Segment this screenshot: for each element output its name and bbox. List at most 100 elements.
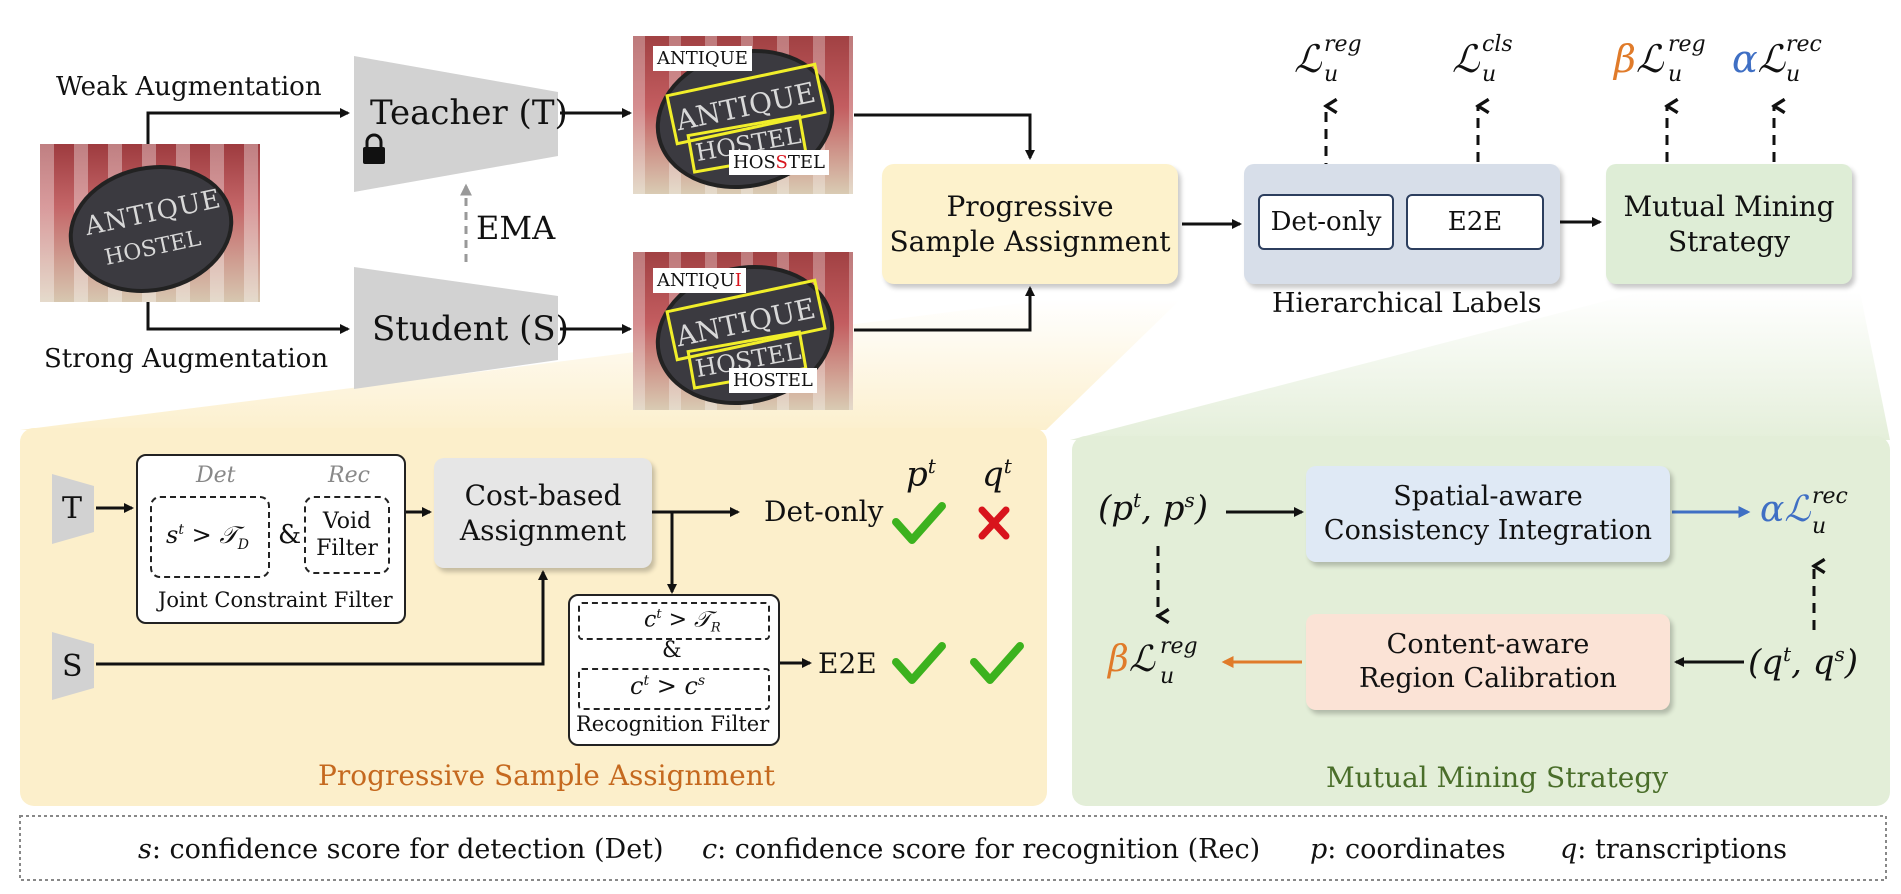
p-t-header: pt (906, 456, 936, 491)
student-label: Student (S) (372, 309, 569, 349)
legend-s: s: confidence score for detection (Det) (138, 836, 664, 863)
threshold-symbol: > 𝒯 (191, 521, 238, 549)
loss-rec-sub: u (1812, 514, 1827, 539)
legend-q: q: transcriptions (1560, 836, 1787, 863)
loss-symbol: ℒ (1757, 37, 1786, 81)
c-symbol: c (630, 672, 644, 700)
loss-symbol: ℒ (1784, 489, 1811, 530)
det-only-q-cross-icon (978, 506, 1010, 540)
legend-s-text: : confidence score for detection (Det) (151, 834, 664, 865)
loss-reg-sub: u (1668, 62, 1683, 87)
det-score-condition: st > 𝒯D (166, 523, 249, 552)
student-top-error: I (734, 270, 742, 291)
pair-q-comma: , q (1791, 642, 1835, 683)
ema-label: EMA (476, 209, 556, 247)
legend-c: c: confidence score for recognition (Rec… (702, 836, 1260, 863)
compare-rhs: > c (656, 672, 698, 700)
student-trapezoid (354, 267, 558, 389)
legend-c-symbol: c (702, 834, 718, 865)
pair-p-open: (p (1098, 488, 1134, 529)
t-small-trapezoid (52, 474, 94, 544)
legend-p-symbol: p (1310, 834, 1328, 865)
recognition-filter-box (568, 594, 780, 746)
teacher-bottom-error: S (775, 152, 788, 173)
det-heading: Det (196, 463, 236, 488)
p-symbol: p (906, 454, 928, 495)
rec-compare-condition: ct > cs (630, 674, 705, 698)
score-sup: t (178, 522, 184, 538)
score-symbol: s (166, 521, 179, 549)
pair-p-comma: , p (1141, 488, 1185, 529)
pair-q: (qt, qs) (1748, 642, 1858, 683)
loss-rec-sub: u (1786, 62, 1801, 87)
teacher-top-text: ANTIQUE (653, 46, 752, 71)
c-symbol: c (644, 607, 657, 633)
rec-compare-condition-box (578, 668, 770, 710)
joint-constraint-filter-box (136, 454, 406, 624)
rec-threshold-condition: ct > 𝒯R (644, 608, 721, 635)
spatial-aware-box: Spatial-aware Consistency Integration (1306, 466, 1670, 562)
det-only-label-box: Det-only (1258, 194, 1394, 250)
student-output-image: ANTIQUE HOSTEL ANTIQUI HOSTEL (633, 252, 853, 410)
teacher-trapezoid (354, 56, 558, 192)
legend-s-symbol: s (138, 834, 152, 865)
loss-reg-sub: u (1160, 664, 1175, 689)
beta-symbol: β (1614, 37, 1636, 81)
strong-augmentation-label: Strong Augmentation (44, 344, 329, 374)
teacher-bottom-suffix: TEL (787, 152, 825, 173)
loss-cls-sub: u (1482, 62, 1497, 87)
c-sup: t (656, 607, 662, 622)
input-image: ANTIQUE HOSTEL (40, 144, 260, 302)
loss-rec-sup: rec (1812, 484, 1848, 509)
e2e-label-box: E2E (1406, 194, 1544, 250)
legend-q-text: : transcriptions (1577, 834, 1788, 865)
pair-q-sup-t: t (1783, 642, 1792, 666)
pair-p-sup-s: s (1184, 488, 1195, 512)
loss-symbol: ℒ (1128, 639, 1155, 680)
psa-panel-title: Progressive Sample Assignment (318, 759, 775, 792)
psa-det-only-label: Det-only (764, 495, 884, 528)
void-filter-box: Void Filter (304, 496, 390, 574)
mms-zoom-fan (1070, 292, 1890, 440)
psa-t-label: T (62, 491, 83, 526)
teacher-bottom-text: HOSSTEL (729, 150, 829, 175)
joint-amp: & (278, 520, 302, 550)
mms-panel-title: Mutual Mining Strategy (1326, 761, 1669, 794)
psa-s-label: S (62, 649, 83, 684)
loss-reg-sub: u (1324, 62, 1339, 87)
loss-reg-sup: reg (1160, 634, 1198, 659)
teacher-bottom-prefix: HOS (733, 152, 776, 173)
c-s-sup: s (697, 673, 706, 689)
loss-symbol: ℒ (1294, 37, 1322, 81)
alpha-symbol: α (1760, 489, 1785, 530)
legend-q-symbol: q (1560, 834, 1578, 865)
q-t-header: qt (982, 456, 1012, 491)
loss-reg-sup: reg (1324, 32, 1362, 57)
threshold-sub-r: R (710, 620, 721, 636)
legend-p-text: : coordinates (1327, 834, 1506, 865)
student-bottom-text: HOSTEL (729, 368, 817, 393)
legend-box (19, 815, 1887, 881)
legend-c-text: : confidence score for recognition (Rec) (717, 834, 1261, 865)
loss-symbol: ℒ (1452, 37, 1480, 81)
loss-reg-sup: reg (1668, 32, 1706, 57)
threshold-r: > 𝒯 (668, 607, 711, 633)
loss-symbol: ℒ (1635, 37, 1664, 81)
e2e-p-check-icon (892, 642, 946, 684)
s-small-trapezoid (52, 632, 94, 700)
teacher-label: Teacher (T) (370, 93, 568, 133)
mms-box: Mutual Mining Strategy (1606, 164, 1852, 284)
rec-amp: & (662, 638, 682, 663)
q-symbol: q (982, 454, 1004, 495)
hierarchical-labels-caption: Hierarchical Labels (1272, 288, 1542, 319)
threshold-sub-d: D (237, 536, 249, 553)
q-sup: t (1003, 454, 1012, 478)
student-top-prefix: ANTIQU (657, 270, 735, 291)
joint-constraint-caption: Joint Constraint Filter (158, 588, 393, 612)
cost-based-assignment-box: Cost-based Assignment (434, 458, 652, 568)
